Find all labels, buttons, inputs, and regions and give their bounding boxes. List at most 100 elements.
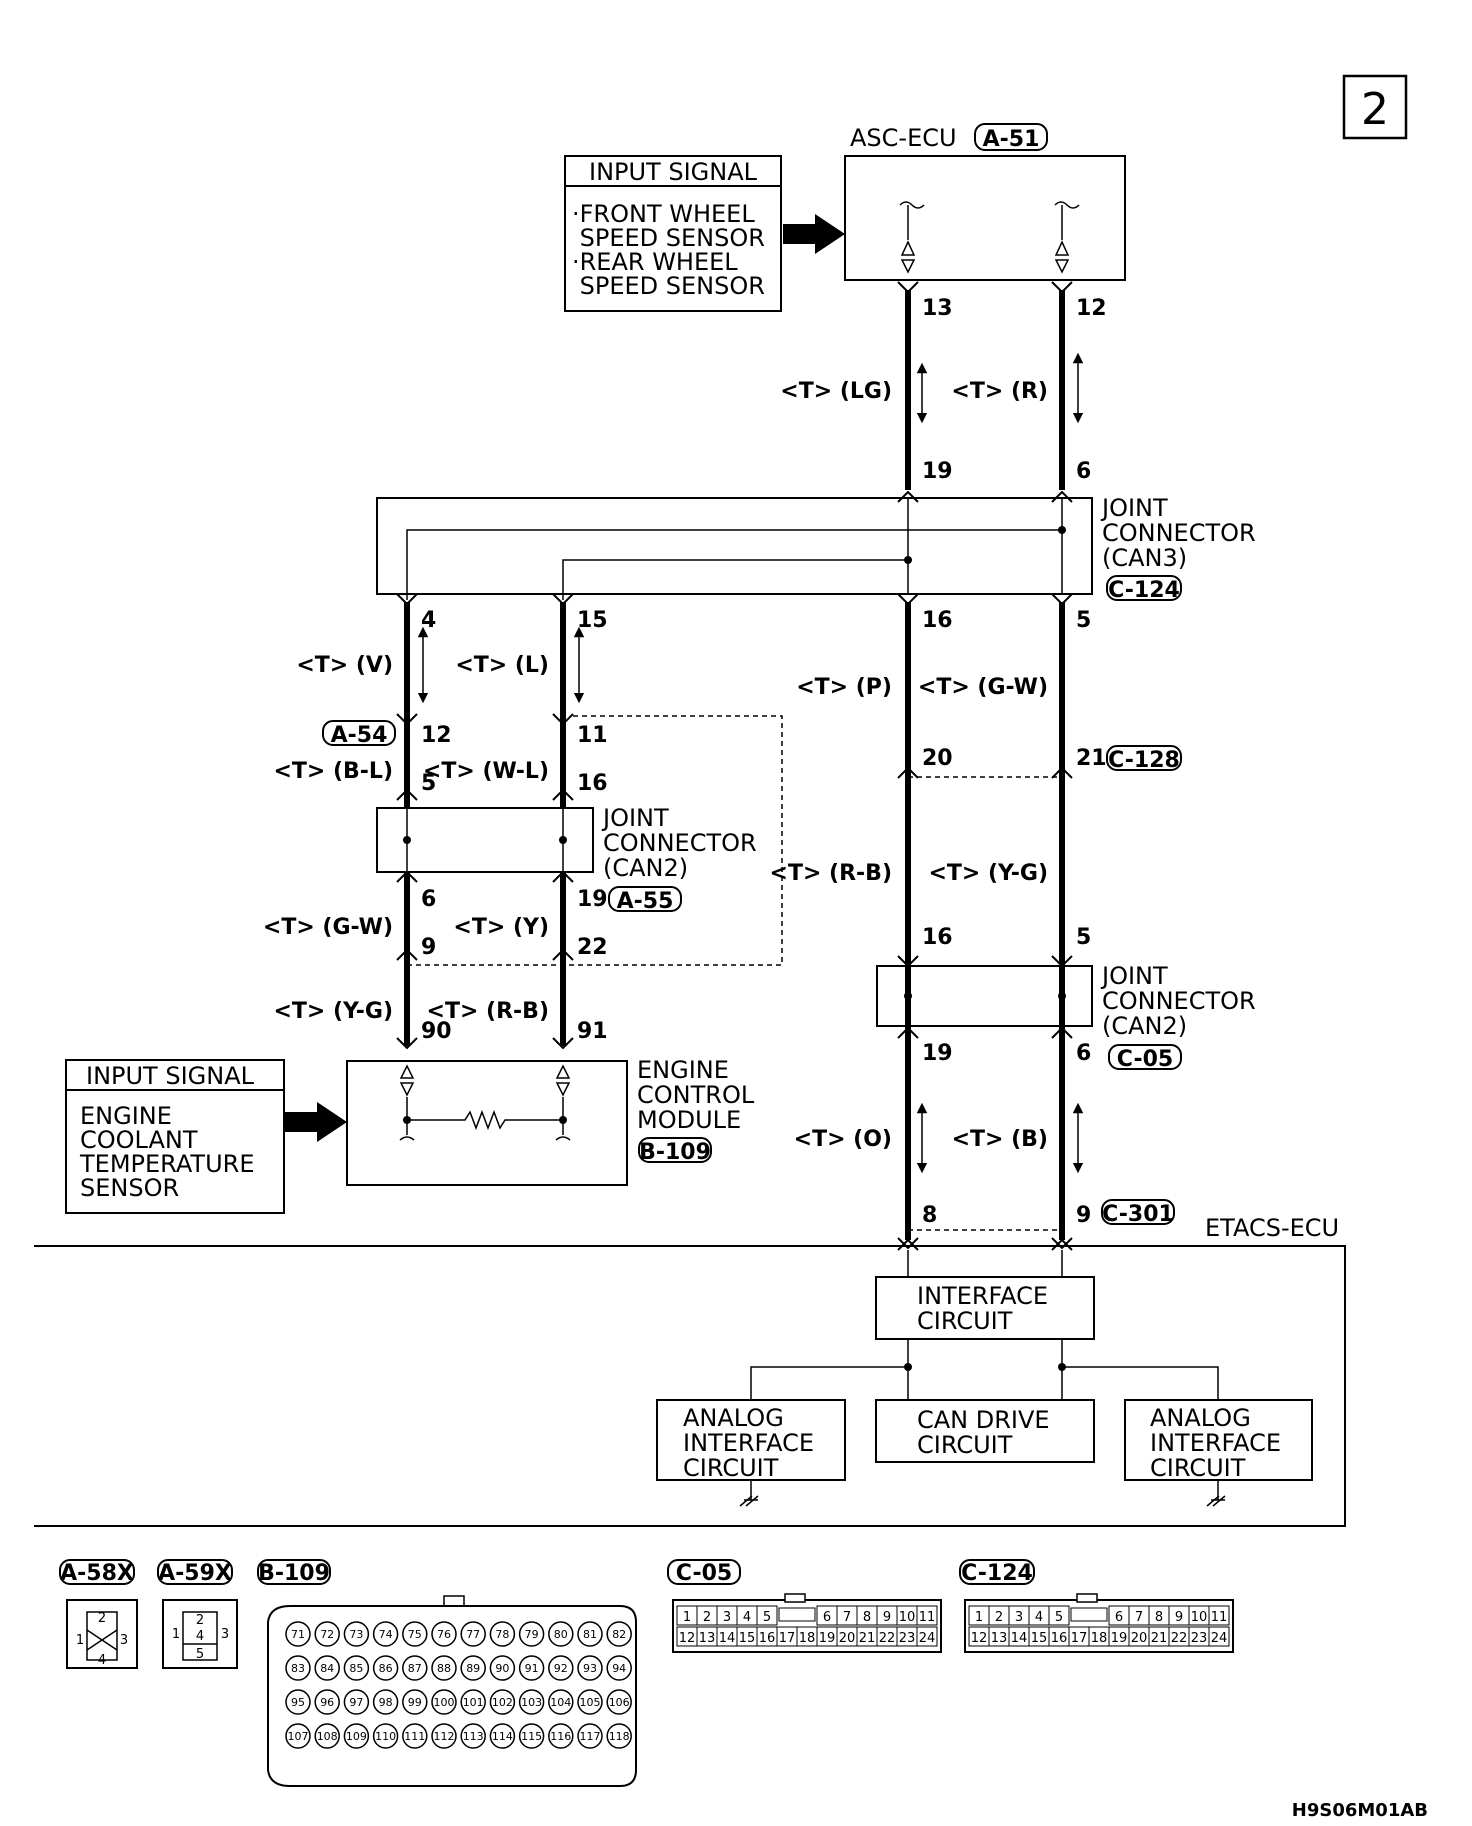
connector-pin-label: 18 [799, 1631, 816, 1646]
connector-pin-label: 21 [1151, 1631, 1168, 1646]
b109-pin-label: 102 [492, 1696, 513, 1709]
pin-label: 11 [577, 723, 608, 748]
connector-key [784, 1593, 806, 1603]
connector-pin-label: 3 [1015, 1610, 1023, 1625]
b109-pin-circle [577, 1621, 603, 1647]
input-signal-bottom-line-2: COOLANT [80, 1126, 198, 1154]
connector-pin-label: 21 [859, 1631, 876, 1646]
b109-pin-circle [402, 1621, 428, 1647]
input-signal-bottom-title: INPUT SIGNAL [86, 1062, 255, 1090]
b109-pin-circle [372, 1655, 399, 1681]
etacs-connector: C-301 [1102, 1202, 1174, 1227]
b109-pin-circle [548, 1621, 574, 1647]
b109-pin-label: 101 [463, 1696, 484, 1709]
page-number: 2 [1361, 84, 1389, 135]
wire-label: <T> (Y) [453, 915, 549, 940]
connector-pin-label: 1 [975, 1610, 983, 1625]
b109-pin-circle [343, 1723, 370, 1749]
connector-pin-label: 12 [679, 1631, 696, 1646]
b109-pin-label: 110 [375, 1730, 396, 1743]
connector-pin-label: 2 [703, 1610, 711, 1625]
b109-pin-circle [372, 1621, 399, 1647]
legend-a59x-pin: 2 [196, 1613, 204, 1628]
b109-pin-label: 74 [379, 1628, 393, 1641]
b109-pin-label: 90 [495, 1662, 509, 1675]
pin-label: 9 [1076, 1203, 1091, 1228]
b109-pin-label: 85 [349, 1662, 363, 1675]
b109-pin-label: 77 [466, 1628, 480, 1641]
connector-pin-label: 10 [1191, 1610, 1208, 1625]
input-signal-top-line-4: SPEED SENSOR [572, 272, 765, 300]
wires-right [905, 290, 1065, 1240]
analog-right-line-2: INTERFACE [1150, 1429, 1281, 1457]
b109-pin-label: 113 [463, 1730, 484, 1743]
b109-pin-circle [343, 1655, 370, 1681]
pin-label: 12 [1076, 296, 1107, 321]
b109-pin-label: 97 [349, 1696, 363, 1709]
b109-pin-label: 80 [554, 1628, 568, 1641]
wire-label: <T> (B) [952, 1127, 1048, 1152]
b109-pin-circle [606, 1723, 632, 1749]
connector-pin-label: 19 [1111, 1631, 1128, 1646]
pin-label: 6 [1076, 1041, 1091, 1066]
pin-label: 5 [421, 771, 436, 796]
a55-dashed-area: JOINT CONNECTOR (CAN2) A-55 A-54 [322, 715, 783, 966]
connector-pin-label: 24 [919, 1631, 936, 1646]
connector-pin-label: 9 [883, 1610, 891, 1625]
b109-pin-label: 75 [408, 1628, 422, 1641]
input-signal-top-line-2: SPEED SENSOR [572, 224, 765, 252]
input-signal-bottom-line-4: SENSOR [80, 1174, 179, 1202]
b109-pin-circle [431, 1723, 457, 1749]
connector-pin-label: 17 [779, 1631, 796, 1646]
analog-left-line-1: ANALOG [683, 1404, 784, 1432]
b109-pin-circle [606, 1689, 632, 1715]
b109-pin-circle [285, 1655, 311, 1681]
b109-pin-label: 116 [550, 1730, 571, 1743]
footer-code: H9S06M01AB [1292, 1800, 1428, 1821]
connector-cell [1208, 1605, 1230, 1626]
can-drive-line-1: CAN DRIVE [917, 1406, 1050, 1434]
b109-pin-circle [314, 1621, 340, 1647]
b109-pin-circle [372, 1723, 399, 1749]
pin-label: 21 [1076, 746, 1107, 771]
b109-pin-circle [314, 1655, 340, 1681]
page-number-box: 2 [1342, 74, 1408, 140]
ecm-connector: B-109 [639, 1140, 711, 1165]
b109-pin-label: 92 [554, 1662, 568, 1675]
b109-pin-circle [606, 1621, 632, 1647]
connector-c128: C-128 [1108, 748, 1180, 773]
connector-outline [672, 1599, 942, 1653]
legend-a58x: A-58X 1 2 3 4 [59, 1559, 138, 1669]
b109-pin-label: 93 [583, 1662, 597, 1675]
can-drive-line-2: CIRCUIT [917, 1431, 1013, 1459]
connector-pin-label: 10 [899, 1610, 916, 1625]
connector-pin-label: 16 [759, 1631, 776, 1646]
interface-circuit-line-2: CIRCUIT [917, 1307, 1013, 1335]
b109-pin-label: 71 [291, 1628, 305, 1641]
pin-label: 5 [1076, 608, 1091, 633]
b109-pin-circle [285, 1723, 311, 1749]
connector-pin-label: 13 [991, 1631, 1008, 1646]
pin-label: 20 [922, 746, 953, 771]
wire-label: <T> (Y-G) [273, 999, 393, 1024]
connector-pin-label: 15 [1031, 1631, 1048, 1646]
connector-pin-label: 5 [763, 1610, 771, 1625]
b109-pin-circle [489, 1621, 516, 1647]
b109-pin-circle [431, 1655, 457, 1681]
b109-pin-label: 81 [583, 1628, 597, 1641]
legend-a58x-label: A-58X [60, 1561, 134, 1586]
connector-pin-label: 18 [1091, 1631, 1108, 1646]
pin-label: 4 [421, 608, 436, 633]
legend-a59x: A-59X 1 2 3 4 5 [157, 1559, 238, 1669]
joint-can3-line-3: (CAN3) [1102, 544, 1187, 572]
pin-label: 91 [577, 1019, 608, 1044]
b109-pin-circle [577, 1723, 603, 1749]
connector-pin-label: 17 [1071, 1631, 1088, 1646]
connector-pin-label: 6 [1115, 1610, 1123, 1625]
connector-cell [756, 1605, 778, 1626]
b109-pin-circle [285, 1689, 311, 1715]
b109-pin-label: 72 [320, 1628, 334, 1641]
